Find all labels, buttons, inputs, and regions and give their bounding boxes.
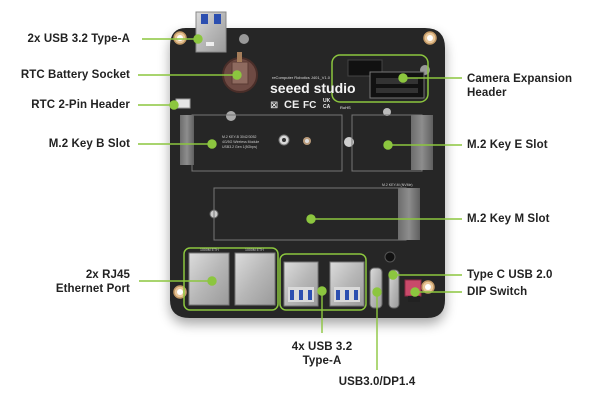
svg-text:USB3.2 Gen 1(5Gbps): USB3.2 Gen 1(5Gbps): [222, 145, 257, 149]
rtc-battery-marker: [232, 70, 242, 80]
pcb-board: [170, 28, 445, 318]
m2-key-m-slot: M.2 KEY-M (NVMe): [213, 183, 420, 241]
label-m2-key-e: M.2 Key E Slot: [467, 139, 548, 151]
fc-mark: FC: [303, 100, 316, 111]
svg-text:UK: UK: [323, 98, 331, 104]
label-type-c: Type C USB 2.0: [467, 269, 553, 281]
rohs-mark: RoHS: [340, 105, 351, 110]
type-c-usb2-port: [388, 269, 400, 309]
label-camera: Camera Expansion Header: [467, 72, 572, 100]
usb32-top-port: [195, 11, 227, 53]
label-usb32-bottom-line1: 4x USB 3.2: [291, 341, 353, 353]
model-text: reComputer Robotics J401_V1.0: [272, 75, 331, 80]
label-rj45: 2x RJ45 Ethernet Port: [56, 268, 130, 296]
m2-key-m-marker: [306, 214, 316, 224]
label-rj45-line1: 2x RJ45: [85, 269, 130, 281]
rj45-marker: [207, 276, 217, 286]
usb32-bottom-marker: [317, 286, 327, 296]
mounting-holes: [173, 31, 437, 299]
label-camera-line2: Header: [467, 87, 507, 99]
m2-key-b-marker: [207, 139, 217, 149]
svg-text:⊠: ⊠: [270, 100, 278, 111]
dip-switch-marker: [410, 287, 420, 297]
camera-marker: [398, 73, 408, 83]
label-rtc-battery: RTC Battery Socket: [20, 69, 130, 81]
rtc-header-marker: [169, 100, 179, 110]
svg-text:1000M ETH: 1000M ETH: [200, 248, 219, 252]
camera-header-area: [331, 54, 429, 103]
label-camera-line1: Camera Expansion: [467, 73, 573, 85]
svg-text:4G/5G Wireless Module: 4G/5G Wireless Module: [222, 140, 259, 144]
label-usb30-dp: USB3.0/DP1.4: [338, 376, 416, 388]
silkscreen-branding: reComputer Robotics J401_V1.0 seeed stud…: [270, 75, 356, 111]
usb32-top-marker: [193, 34, 203, 44]
label-rj45-line2: Ethernet Port: [55, 283, 130, 295]
m2-key-b-slot: M.2 KEY-B 3042/3052 4G/5G Wireless Modul…: [180, 114, 343, 172]
label-rtc-header: RTC 2-Pin Header: [31, 99, 130, 111]
label-dip-switch: DIP Switch: [467, 286, 528, 298]
label-m2-key-b: M.2 Key B Slot: [48, 138, 130, 150]
ce-mark: CE: [284, 99, 299, 111]
label-usb32-top: 2x USB 3.2 Type-A: [27, 33, 130, 45]
usb32-bottom-ports: [279, 253, 367, 311]
label-usb32-bottom-line2: Type-A: [302, 355, 342, 367]
label-usb32-bottom: 4x USB 3.2 Type-A: [282, 340, 362, 368]
svg-text:CA: CA: [323, 104, 331, 110]
m2-key-e-marker: [383, 140, 393, 150]
usb30-dp-marker: [372, 287, 382, 297]
svg-text:1000M ETH: 1000M ETH: [245, 248, 264, 252]
label-m2-key-m: M.2 Key M Slot: [467, 213, 550, 225]
m2-key-e-slot: [351, 114, 433, 172]
brand-logo: seeed studio: [270, 80, 356, 96]
standoffs: [209, 34, 430, 263]
type-c-marker: [388, 270, 398, 280]
callout-lines: [138, 34, 462, 370]
svg-text:M.2 KEY-M (NVMe): M.2 KEY-M (NVMe): [382, 183, 413, 187]
svg-text:M.2 KEY-B 3042/3052: M.2 KEY-B 3042/3052: [222, 135, 257, 139]
